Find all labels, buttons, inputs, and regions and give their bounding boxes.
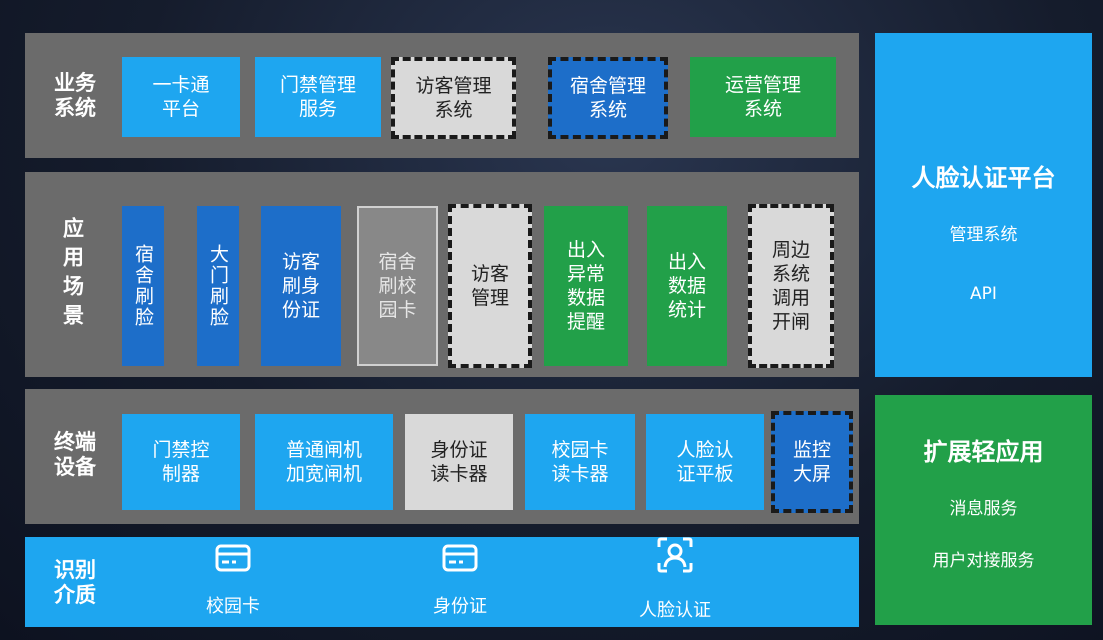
card-icon bbox=[215, 544, 251, 572]
dormitory-management-system-box: 宿舍管理 系统 bbox=[548, 57, 668, 139]
face-auth-platform-panel bbox=[875, 33, 1092, 377]
media-campus-card-label: 校园卡 bbox=[206, 596, 260, 617]
card-icon bbox=[442, 544, 478, 572]
one-card-platform-box: 一卡通 平台 bbox=[122, 57, 240, 137]
id-card-reader-box: 身份证 读卡器 bbox=[405, 414, 513, 510]
api-label: API bbox=[970, 284, 997, 304]
media-layer-label: 识别 介质 bbox=[54, 558, 96, 607]
extension-apps-panel bbox=[875, 395, 1092, 625]
media-campus-card: 校园卡 bbox=[188, 542, 278, 624]
media-layer bbox=[25, 537, 859, 627]
abnormal-entry-alert-box: 出入 异常 数据 提醒 bbox=[544, 206, 628, 366]
visitor-management-box: 访客 管理 bbox=[448, 204, 532, 368]
business-layer-label: 业务 系统 bbox=[54, 71, 96, 120]
visitor-management-system-box: 访客管理 系统 bbox=[391, 57, 516, 139]
face-auth-tablet-box: 人脸认 证平板 bbox=[646, 414, 764, 510]
media-face-auth: 人脸认证 bbox=[615, 536, 735, 624]
face-scan-icon bbox=[657, 537, 693, 573]
campus-card-reader-box: 校园卡 读卡器 bbox=[525, 414, 635, 510]
message-service-label: 消息服务 bbox=[949, 499, 1018, 519]
peripheral-gate-call-box: 周边 系统 调用 开闸 bbox=[748, 204, 834, 368]
entry-statistics-box: 出入 数据 统计 bbox=[647, 206, 727, 366]
turnstile-box: 普通闸机 加宽闸机 bbox=[255, 414, 393, 510]
user-integration-service-label: 用户对接服务 bbox=[932, 551, 1035, 571]
monitor-screen-box: 监控 大屏 bbox=[771, 411, 853, 513]
access-control-service-box: 门禁管理 服务 bbox=[255, 57, 381, 137]
visitor-id-swipe-box: 访客 刷身 份证 bbox=[261, 206, 341, 366]
terminal-layer-label: 终端 设备 bbox=[54, 430, 96, 479]
gate-face-scan-box: 大门刷脸 bbox=[197, 206, 239, 366]
media-id-card-label: 身份证 bbox=[433, 596, 487, 617]
operations-management-system-box: 运营管理 系统 bbox=[690, 57, 836, 137]
scenario-layer-label: 应用场景 bbox=[60, 217, 85, 333]
extension-apps-title: 扩展轻应用 bbox=[923, 438, 1044, 466]
dorm-campus-card-box: 宿舍 刷校 园卡 bbox=[357, 206, 438, 366]
access-controller-box: 门禁控 制器 bbox=[122, 414, 240, 510]
management-system-label: 管理系统 bbox=[949, 225, 1018, 245]
media-id-card: 身份证 bbox=[415, 542, 505, 624]
media-face-auth-label: 人脸认证 bbox=[639, 600, 711, 621]
face-auth-platform-title: 人脸认证平台 bbox=[911, 164, 1056, 192]
dorm-face-scan-box: 宿舍刷脸 bbox=[122, 206, 164, 366]
